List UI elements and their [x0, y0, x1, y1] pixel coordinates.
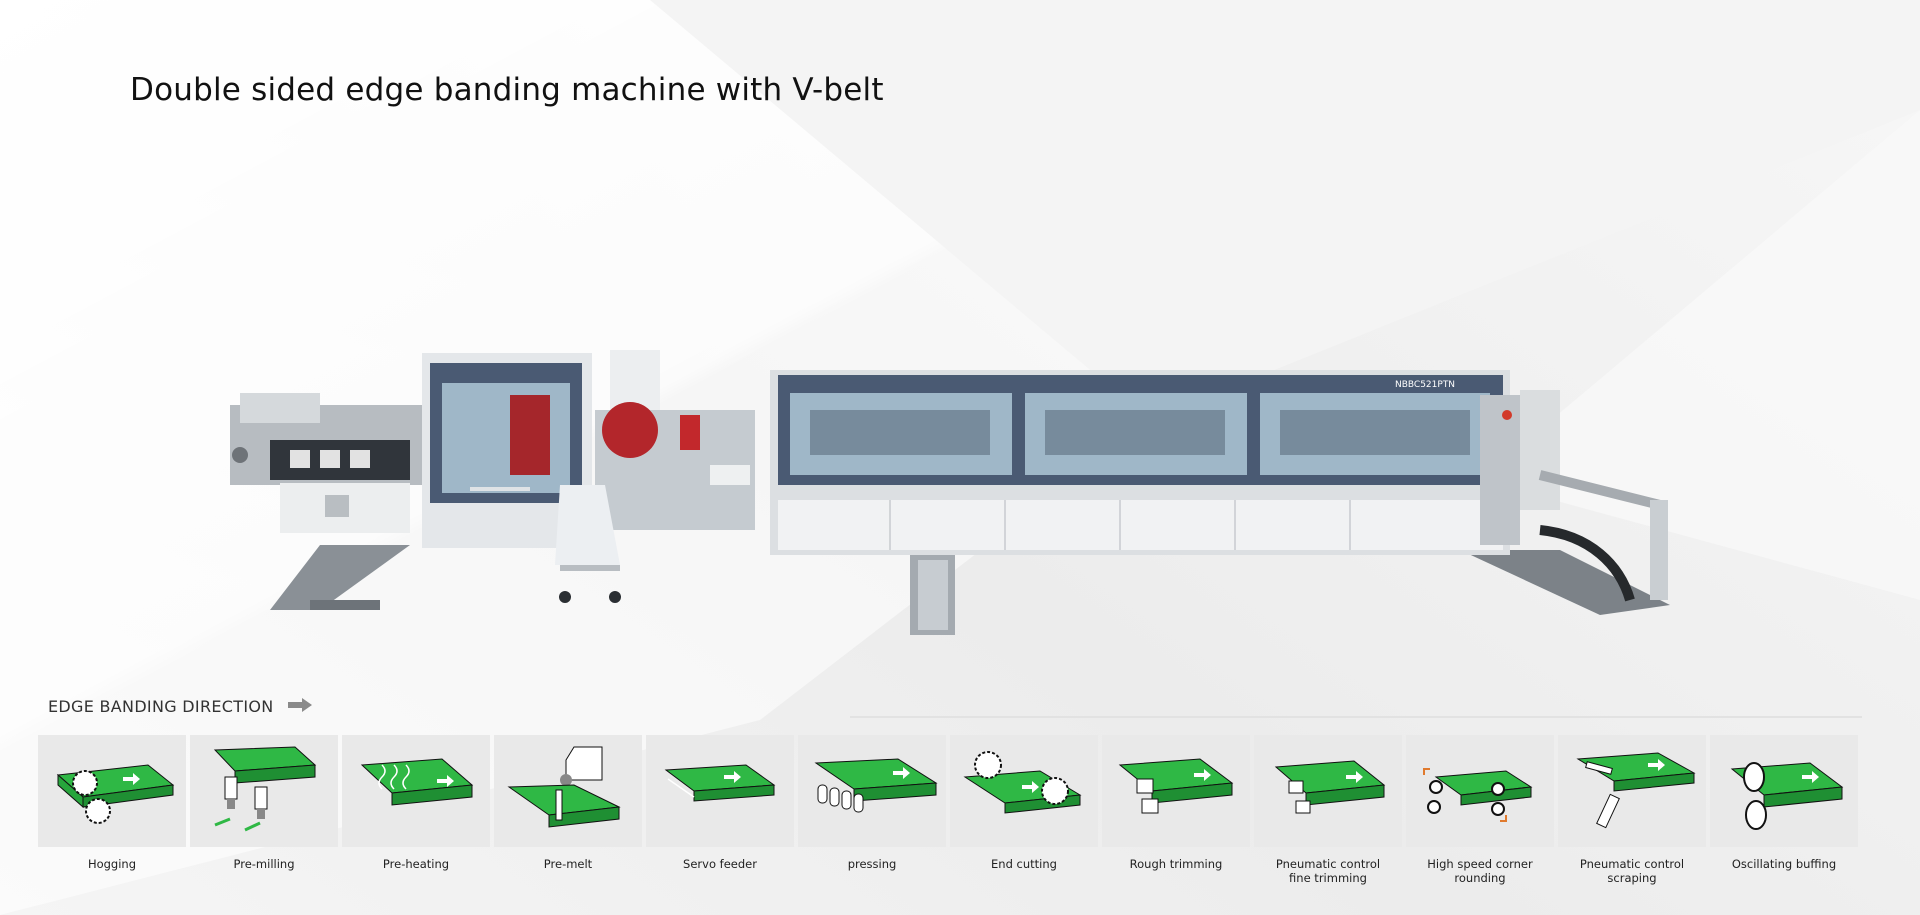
- step-label: Servo feeder: [683, 857, 757, 871]
- machine-model-label: NBBC521PTN: [1395, 380, 1455, 390]
- step-tile: [950, 735, 1098, 847]
- step-label-line2: rounding: [1454, 871, 1506, 885]
- step-tile: [494, 735, 642, 847]
- step-tile: [1406, 735, 1554, 847]
- step-tile: [798, 735, 946, 847]
- step-label: High speed corner: [1427, 857, 1533, 871]
- end-cutting-icon: [963, 751, 1082, 814]
- arrow-right-icon: [287, 697, 312, 716]
- pressing-icon: [814, 758, 938, 813]
- step-label: Hogging: [87, 857, 137, 871]
- process-steps: Hogging Pre-milling: [38, 735, 1862, 915]
- pre-melt-icon: [507, 746, 621, 828]
- scraping-icon: [1576, 752, 1696, 829]
- step-tile: [342, 735, 490, 847]
- step-buffing: Oscillating buffing: [1710, 735, 1858, 871]
- edge-banding-direction: EDGE BANDING DIRECTION: [48, 697, 312, 716]
- step-pre-heating: Pre-heating: [342, 735, 490, 871]
- edge-banding-machine-image: NBBC521PTN: [230, 350, 1670, 635]
- step-tile: [38, 735, 186, 847]
- step-pre-melt: Pre-melt: [494, 735, 642, 871]
- step-servo-feeder: Servo feeder: [646, 735, 794, 871]
- buffing-icon: [1730, 762, 1844, 830]
- step-label: Pre-milling: [233, 857, 295, 871]
- fine-trimming-icon: [1274, 760, 1386, 814]
- step-label-line2: fine trimming: [1289, 871, 1367, 885]
- step-tile: [1710, 735, 1858, 847]
- corner-rounding-icon: [1423, 768, 1533, 822]
- servo-feeder-icon: [664, 764, 776, 802]
- step-hogging: Hogging: [38, 735, 186, 871]
- step-label: Oscillating buffing: [1731, 857, 1837, 871]
- step-label: Pre-melt: [543, 857, 593, 871]
- step-label: End cutting: [991, 857, 1057, 871]
- hogging-icon: [56, 764, 175, 824]
- step-tile: [1558, 735, 1706, 847]
- step-tile: [646, 735, 794, 847]
- step-pre-milling: Pre-milling: [190, 735, 338, 871]
- pre-milling-icon: [213, 746, 317, 832]
- pre-heating-icon: [360, 758, 474, 806]
- direction-label: EDGE BANDING DIRECTION: [48, 697, 274, 716]
- step-rough-trimming: Rough trimming: [1102, 735, 1250, 871]
- step-pressing: pressing: [798, 735, 946, 871]
- step-tile: [1254, 735, 1402, 847]
- step-label: Pneumatic control: [1579, 857, 1685, 871]
- step-label: pressing: [847, 857, 897, 871]
- step-label: Pre-heating: [382, 857, 450, 871]
- rough-trimming-icon: [1118, 758, 1234, 814]
- step-tile: [190, 735, 338, 847]
- step-tile: [1102, 735, 1250, 847]
- step-end-cutting: End cutting: [950, 735, 1098, 871]
- page-title: Double sided edge banding machine with V…: [130, 72, 884, 108]
- step-label: Rough trimming: [1129, 857, 1223, 871]
- step-label-line2: scraping: [1607, 871, 1657, 885]
- step-label: Pneumatic control: [1275, 857, 1381, 871]
- section-divider: [850, 716, 1862, 718]
